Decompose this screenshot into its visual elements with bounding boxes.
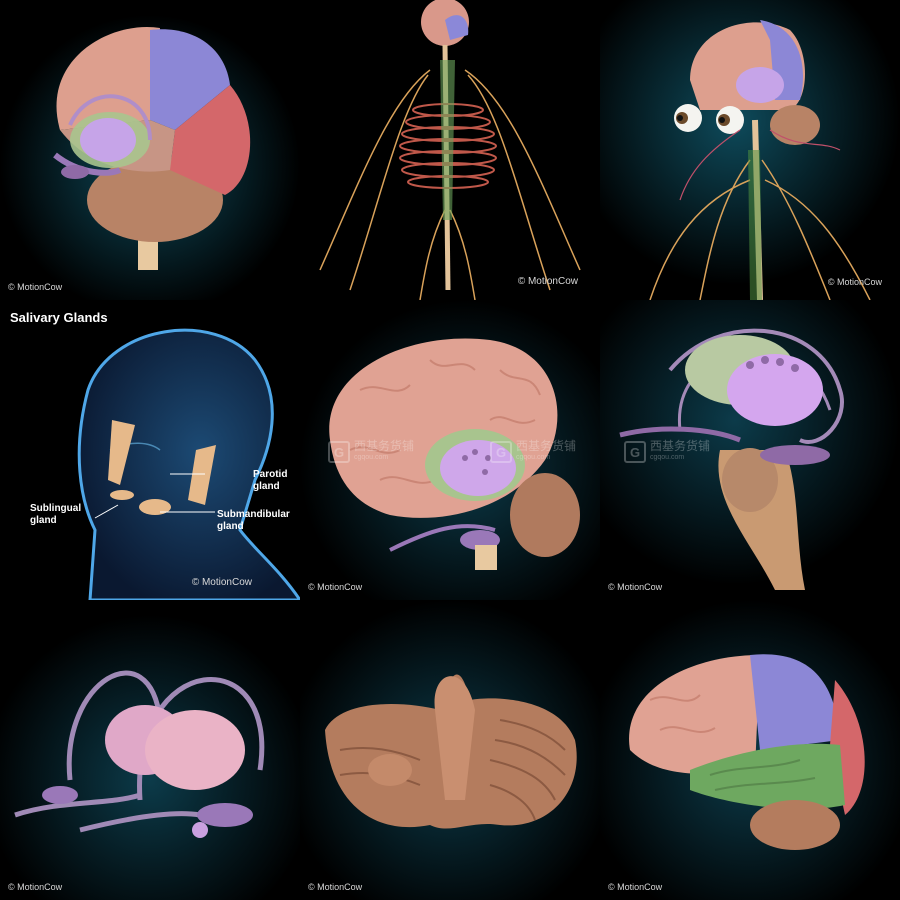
label-submandibular-gland: Submandibular gland [217, 509, 290, 532]
credit-text: © MotionCow [8, 282, 63, 292]
brain-limbic-illustration [300, 300, 600, 600]
brainstem-illustration [600, 300, 900, 600]
brain-eyes-illustration [600, 0, 900, 300]
tile-brain-lobes-colored: © MotionCow [600, 600, 900, 900]
tile-nervous-system: © MotionCow [300, 0, 600, 300]
tile-salivary-glands: Salivary Glands Parotid gland Sublingual… [0, 300, 300, 600]
credit-text: © MotionCow [517, 276, 578, 287]
nervous-system-illustration [300, 0, 600, 300]
watermark-logo: G [490, 441, 512, 463]
credit-text: © MotionCow [191, 577, 252, 588]
brain-colored-lobes-illustration [600, 600, 900, 900]
brain-lobes-illustration [0, 0, 300, 300]
tile-cerebellum: © MotionCow [300, 600, 600, 900]
head-silhouette-illustration [0, 300, 300, 600]
watermark-logo: G [328, 441, 350, 463]
credit-text: © MotionCow [608, 882, 663, 892]
label-parotid-gland: Parotid gland [253, 469, 288, 492]
figure-title: Salivary Glands [10, 310, 108, 325]
tile-brain-eyes-nerves: © MotionCow [600, 0, 900, 300]
label-sublingual-gland: Sublingual gland [30, 503, 82, 526]
limbic-system-illustration [0, 600, 300, 900]
credit-text: © MotionCow [308, 582, 363, 592]
credit-text: © MotionCow [8, 882, 63, 892]
credit-text: © MotionCow [827, 277, 882, 287]
credit-text: © MotionCow [308, 882, 363, 892]
credit-text: © MotionCow [608, 582, 663, 592]
tile-limbic-system: © MotionCow [0, 600, 300, 900]
cerebellum-illustration [300, 600, 600, 900]
tile-brain-lobes-lateral: © MotionCow [0, 0, 300, 300]
watermark-logo: G [624, 441, 646, 463]
